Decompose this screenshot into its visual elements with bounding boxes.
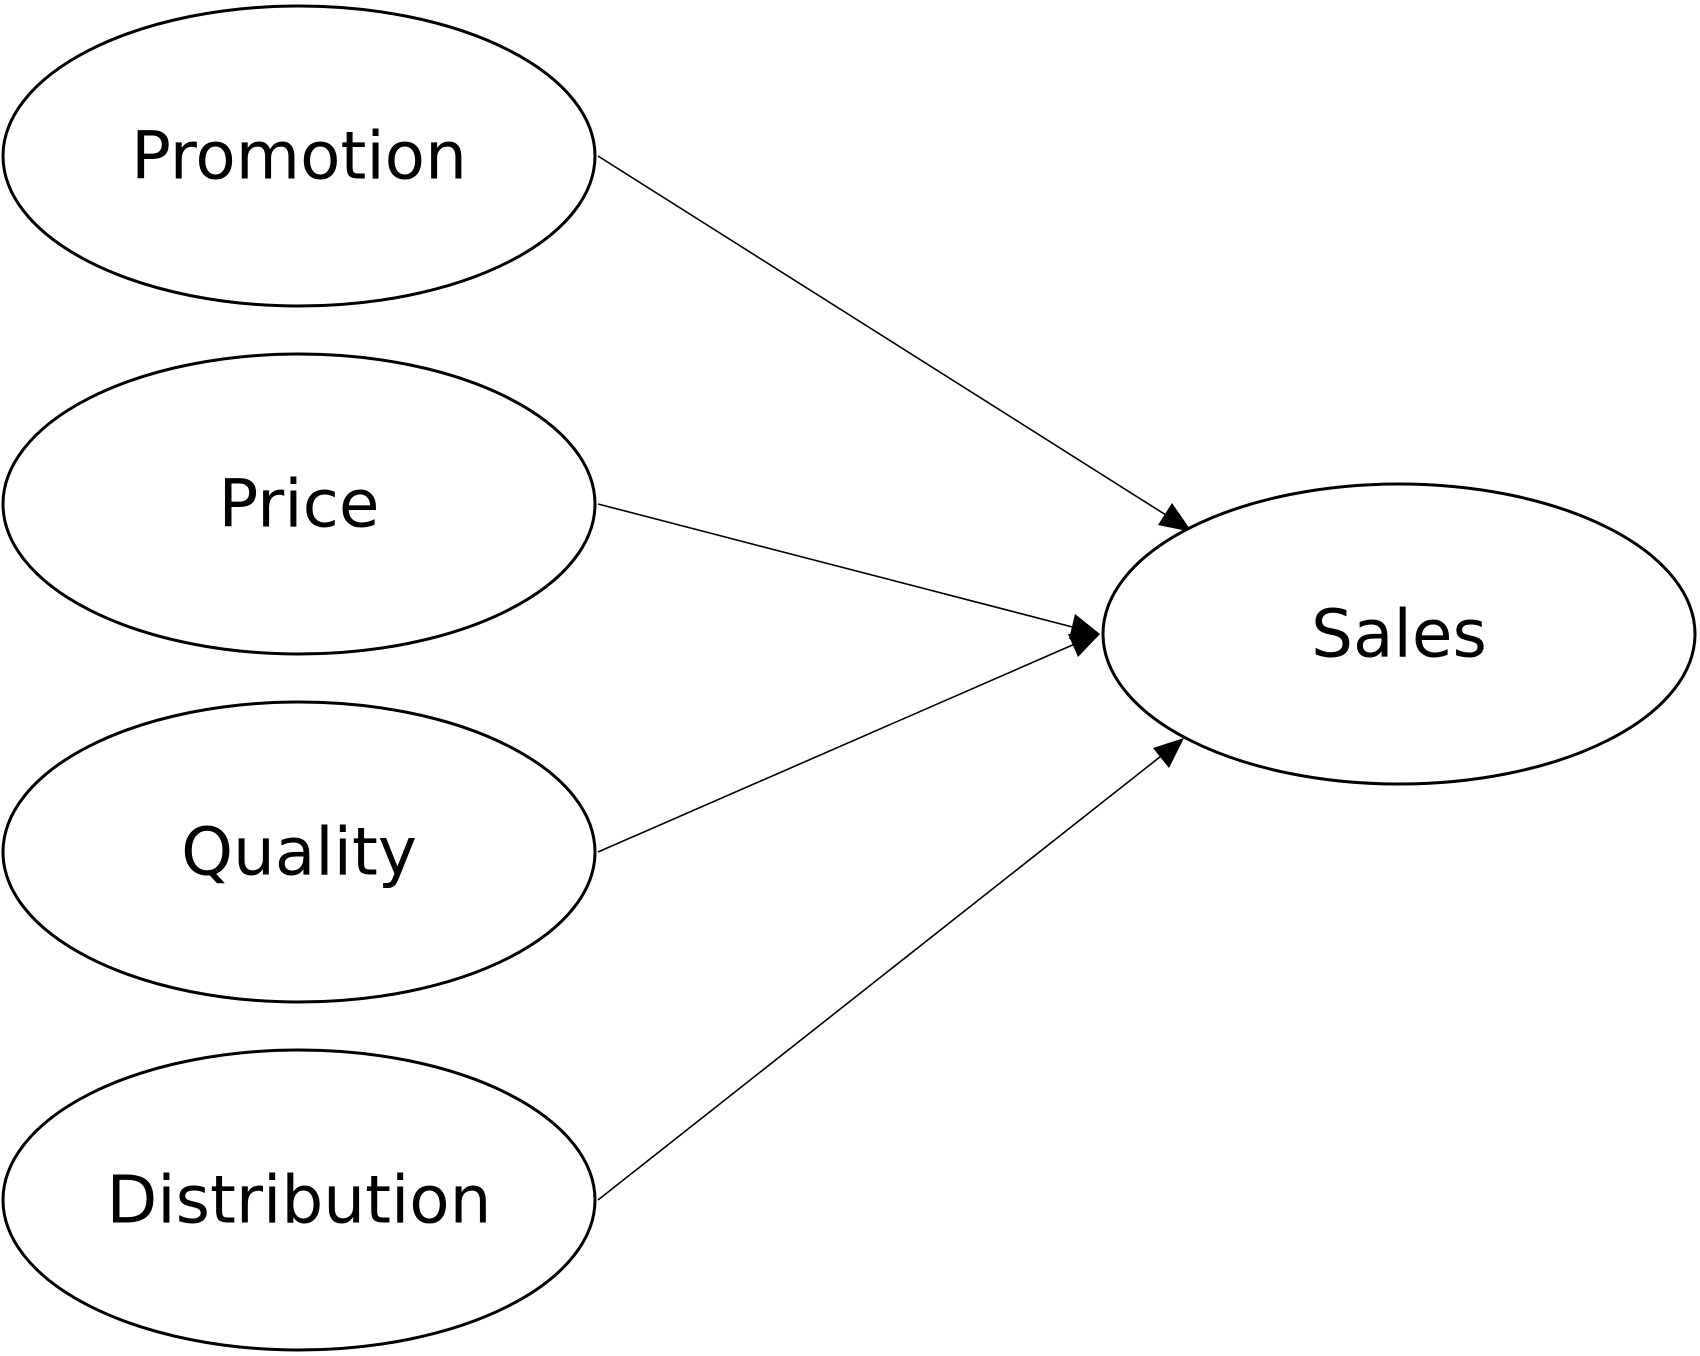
edge-distribution-sales xyxy=(597,738,1184,1201)
node-label-quality: Quality xyxy=(181,814,417,891)
node-ellipse xyxy=(1,4,597,308)
edge-line xyxy=(597,155,1178,523)
node-distribution: Distribution xyxy=(1,1048,597,1352)
arrow-head xyxy=(1153,738,1184,768)
edge-line xyxy=(597,748,1171,1201)
arrow-head xyxy=(1158,503,1192,532)
edge-promotion-sales xyxy=(597,155,1192,532)
node-label-distribution: Distribution xyxy=(106,1162,491,1239)
node-ellipse xyxy=(1101,482,1697,786)
node-ellipse xyxy=(1,352,597,656)
node-ellipse xyxy=(1,1048,597,1352)
node-ellipse xyxy=(1,700,597,1004)
arrow-head xyxy=(1069,614,1100,639)
arrow-head xyxy=(1068,634,1100,657)
node-promotion: Promotion xyxy=(1,4,597,308)
edge-line xyxy=(597,503,1085,631)
node-label-sales: Sales xyxy=(1311,596,1487,673)
edge-quality-sales xyxy=(597,634,1100,853)
node-label-price: Price xyxy=(218,466,379,543)
node-quality: Quality xyxy=(1,700,597,1004)
node-sales: Sales xyxy=(1101,482,1697,786)
node-price: Price xyxy=(1,352,597,656)
node-label-promotion: Promotion xyxy=(131,118,467,195)
edge-price-sales xyxy=(597,503,1100,639)
edge-line xyxy=(597,639,1085,853)
